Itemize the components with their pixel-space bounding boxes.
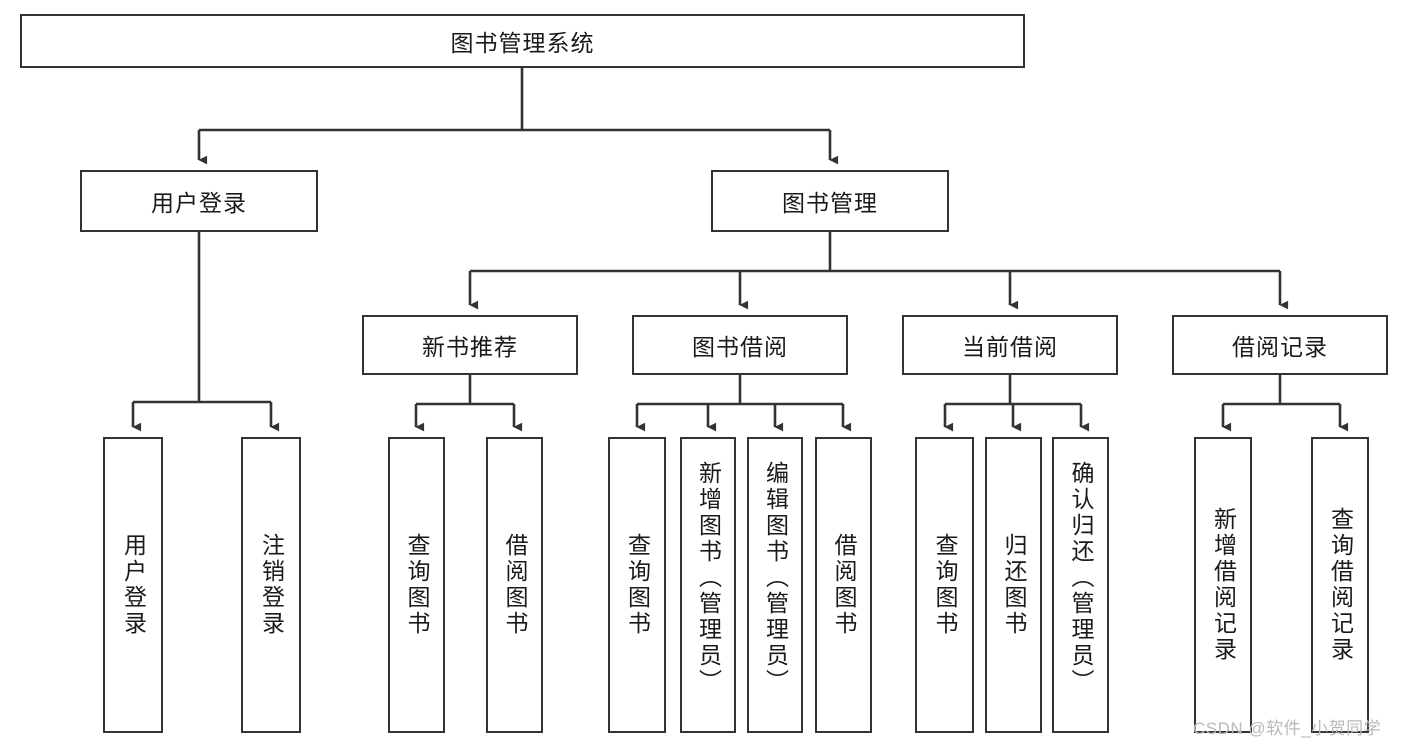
leaf-borrow-record-add[interactable]: 新增借阅记录 [1194,437,1252,733]
node-label: 确认归还（管理员） [1068,461,1094,695]
node-label: 用户登录 [120,533,147,637]
leaf-current-borrow-confirm-return[interactable]: 确认归还（管理员） [1052,437,1109,733]
node-label: 新书推荐 [422,334,518,360]
node-label: 查询图书 [932,533,958,637]
node-root-system[interactable]: 图书管理系统 [20,14,1025,68]
node-book-borrow[interactable]: 图书借阅 [632,315,848,375]
node-label: 借阅图书 [831,533,857,637]
leaf-current-borrow-return[interactable]: 归还图书 [985,437,1042,733]
node-book-management[interactable]: 图书管理 [711,170,949,232]
leaf-book-borrow-borrow[interactable]: 借阅图书 [815,437,872,733]
node-label: 查询借阅记录 [1327,507,1354,663]
node-label: 用户登录 [151,190,247,216]
leaf-book-borrow-edit[interactable]: 编辑图书（管理员） [747,437,803,733]
leaf-new-book-query[interactable]: 查询图书 [388,437,445,733]
leaf-user-login-logout[interactable]: 注销登录 [241,437,301,733]
node-label: 查询图书 [404,533,430,637]
node-label: 借阅记录 [1232,334,1328,360]
node-label: 归还图书 [1001,533,1027,637]
node-label: 图书借阅 [692,334,788,360]
node-user-login[interactable]: 用户登录 [80,170,318,232]
node-label: 借阅图书 [502,533,528,637]
leaf-new-book-borrow[interactable]: 借阅图书 [486,437,543,733]
leaf-borrow-record-query[interactable]: 查询借阅记录 [1311,437,1369,733]
leaf-user-login-login[interactable]: 用户登录 [103,437,163,733]
node-label: 图书管理 [782,190,878,216]
leaf-current-borrow-query[interactable]: 查询图书 [915,437,974,733]
node-borrow-record[interactable]: 借阅记录 [1172,315,1388,375]
node-label: 查询图书 [624,533,651,637]
leaf-book-borrow-add[interactable]: 新增图书（管理员） [680,437,736,733]
node-label: 图书管理系统 [450,30,595,56]
node-label: 新增借阅记录 [1210,507,1237,663]
node-new-book-recommend[interactable]: 新书推荐 [362,315,578,375]
node-current-borrow[interactable]: 当前借阅 [902,315,1118,375]
node-label: 编辑图书（管理员） [762,461,789,695]
node-label: 当前借阅 [962,334,1058,360]
node-label: 新增图书（管理员） [695,461,722,695]
leaf-book-borrow-query[interactable]: 查询图书 [608,437,666,733]
node-label: 注销登录 [258,533,285,637]
